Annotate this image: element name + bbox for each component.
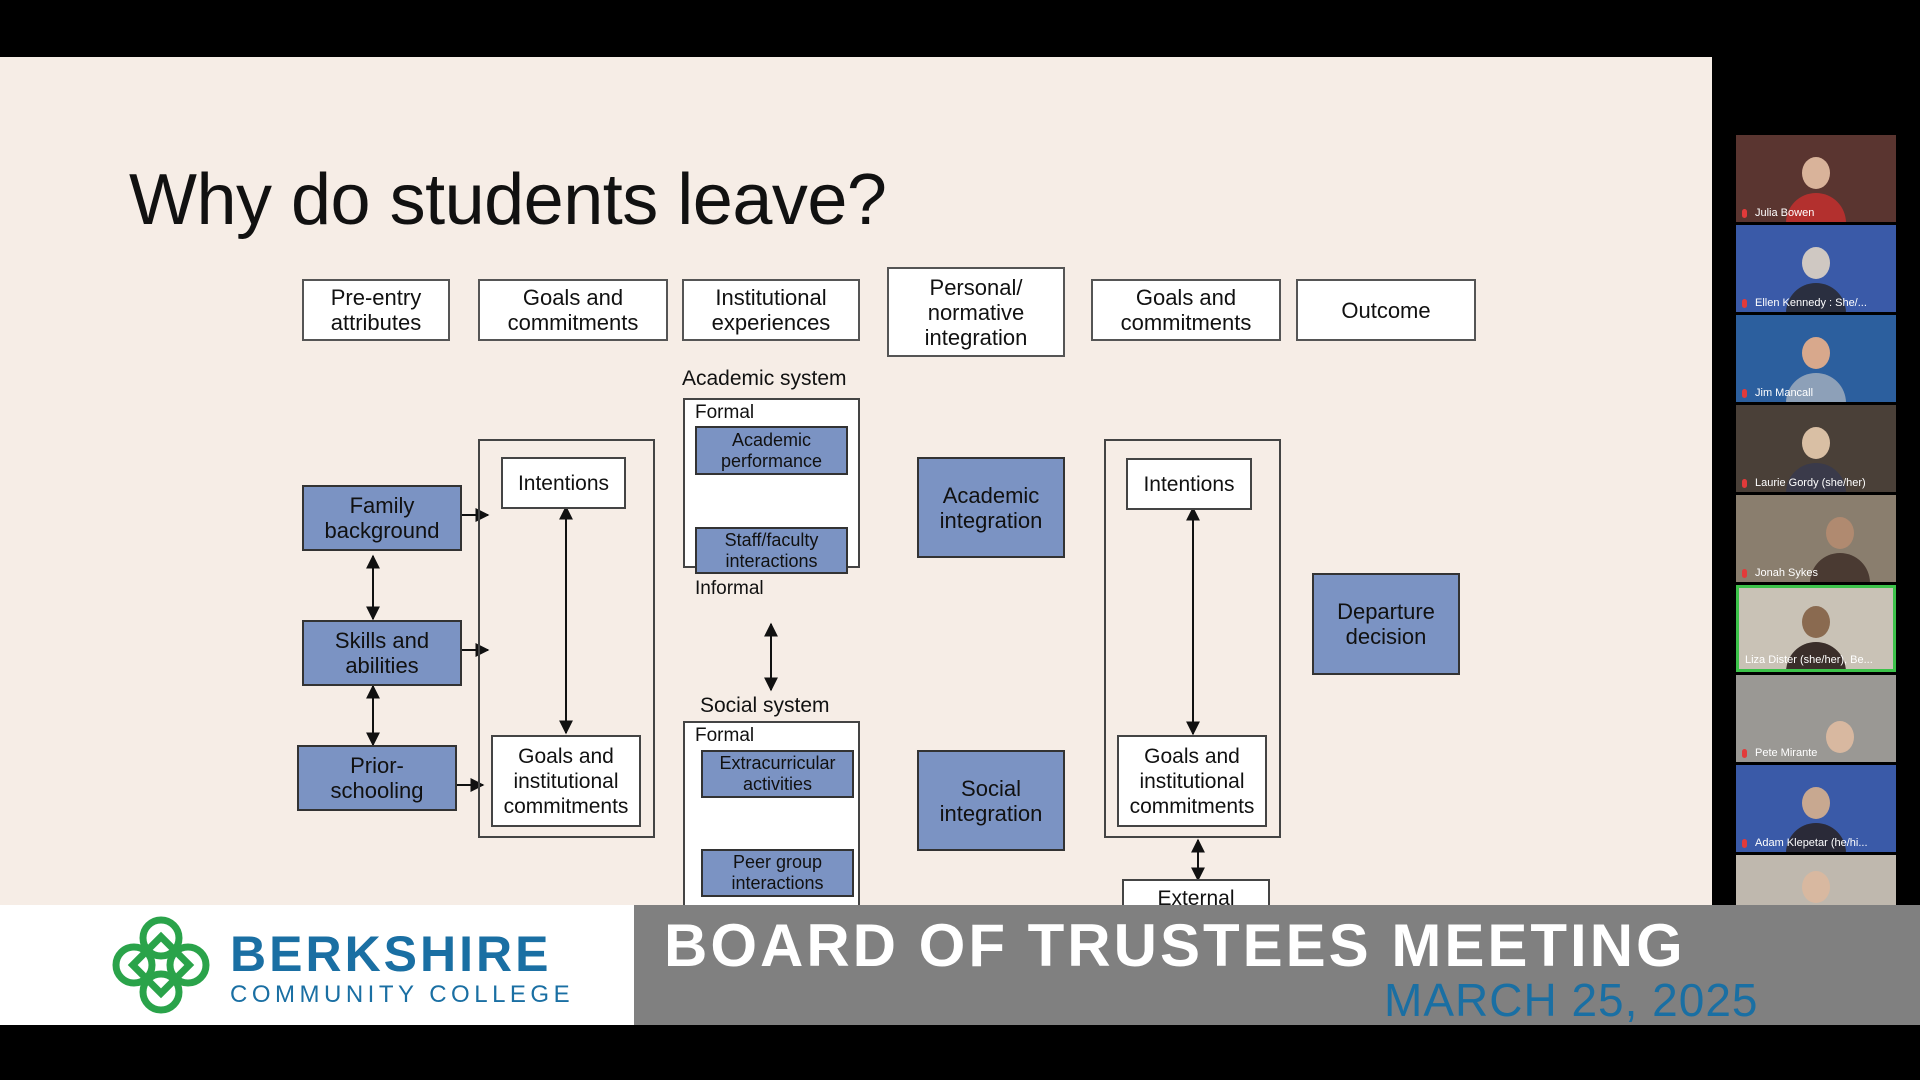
participant-name: Adam Klepetar (he/hi... [1742,837,1868,849]
college-branding: BERKSHIRE COMMUNITY COLLEGE [0,905,634,1025]
participant-tile[interactable]: Julia Bowen [1736,135,1896,222]
participant-tile[interactable]: Pete Mirante [1736,675,1896,762]
goals-commitments-group-right [1104,439,1281,838]
mic-muted-icon [1742,568,1747,578]
goals-commitments-group-left [478,439,655,838]
mic-muted-icon [1742,208,1747,218]
academic-formal-label: Formal [695,402,755,423]
participant-name: Laurie Gordy (she/her) [1742,477,1866,489]
participant-name: Liza Dister (she/her), Be... [1745,654,1873,666]
participant-tile[interactable]: Laurie Gordy (she/her) [1736,405,1896,492]
participant-tile[interactable]: Jonah Sykes [1736,495,1896,582]
slide-title: Why do students leave? [129,160,887,240]
participant-name: Jonah Sykes [1742,567,1818,579]
participant-tile[interactable]: Adam Klepetar (he/hi... [1736,765,1896,852]
meeting-info: BOARD OF TRUSTEES MEETING MARCH 25, 2025 [634,905,1920,1026]
mic-muted-icon [1742,388,1747,398]
brand-subtitle: COMMUNITY COLLEGE [230,981,575,1008]
brand-name: BERKSHIRE [230,926,552,982]
meeting-title: BOARD OF TRUSTEES MEETING [664,912,1686,979]
participant-gallery: Julia Bowen Ellen Kennedy : She/... Jim … [1736,135,1896,905]
presentation-slide: Why do students leave? [0,57,1712,905]
mic-muted-icon [1742,838,1747,848]
box-prior-schooling: Prior-schooling [297,745,457,811]
header-outcome: Outcome [1296,279,1476,341]
box-intentions-right: Intentions [1126,458,1252,510]
participant-name: Julia Bowen [1742,207,1814,219]
social-system-label: Social system [700,694,830,717]
box-intentions-left: Intentions [501,457,626,509]
meeting-date: MARCH 25, 2025 [1384,974,1759,1026]
participant-name: Jim Mancall [1742,387,1813,399]
mic-muted-icon [1742,298,1747,308]
participant-tile[interactable]: Jim Mancall [1736,315,1896,402]
lower-third-banner: BERKSHIRE COMMUNITY COLLEGE BOARD OF TRU… [0,905,1920,1026]
participant-tile-active-speaker[interactable]: Liza Dister (she/her), Be... [1736,585,1896,672]
social-formal-label: Formal [695,725,755,746]
box-external: External [1122,879,1270,905]
mic-muted-icon [1742,478,1747,488]
participant-tile[interactable]: Ellen Kennedy : She/... [1736,225,1896,312]
academic-informal-label: Informal [695,578,764,599]
academic-system-label: Academic system [682,367,847,390]
berkshire-logo-icon [112,916,210,1014]
participant-tile[interactable] [1736,855,1896,905]
participant-name: Pete Mirante [1742,747,1817,759]
participant-name: Ellen Kennedy : She/... [1742,297,1867,309]
mic-muted-icon [1742,748,1747,758]
